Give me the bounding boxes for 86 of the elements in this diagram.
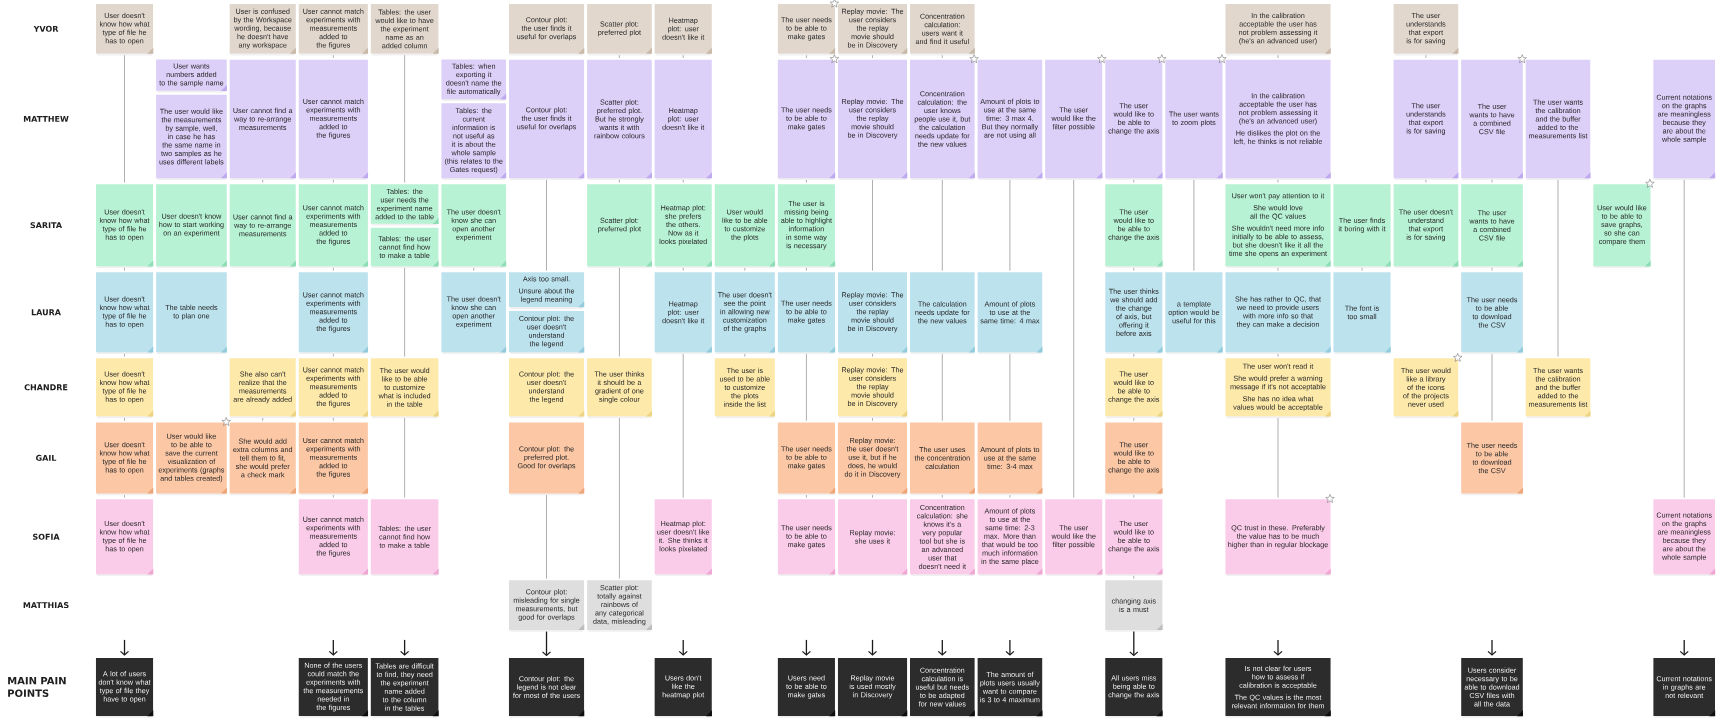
connector-line <box>682 179 684 183</box>
connector-line <box>619 54 620 59</box>
arrow <box>541 630 552 657</box>
connector-line <box>872 417 873 422</box>
connector-line <box>1133 494 1135 499</box>
connector-line <box>332 494 334 499</box>
connector-line <box>1133 575 1135 579</box>
arrow <box>801 639 812 656</box>
connector-line <box>1361 267 1363 271</box>
connector-line <box>1425 179 1427 183</box>
connector-line <box>744 267 746 271</box>
connector-line <box>262 417 264 422</box>
connector-line <box>1009 353 1011 422</box>
connector-line <box>682 54 684 59</box>
connector-line <box>1073 179 1075 499</box>
arrow <box>867 639 878 656</box>
connector-line <box>1277 353 1279 357</box>
connector-line <box>941 494 943 499</box>
row-label: LAURA <box>31 309 61 316</box>
connector-line <box>1133 179 1135 183</box>
connector-line <box>682 267 684 271</box>
connector-line <box>1277 267 1279 271</box>
connector-line <box>332 353 334 357</box>
row-label: CHANDRE <box>24 384 68 391</box>
connector-line <box>806 267 807 271</box>
connector-line <box>1683 179 1685 499</box>
arrow <box>328 639 338 656</box>
connector-line <box>806 494 807 499</box>
arrow <box>1129 630 1139 657</box>
connector-line <box>1009 179 1011 271</box>
connector-line <box>1491 267 1493 271</box>
row-label: YVOR <box>33 25 59 32</box>
connector-line <box>1277 179 1279 183</box>
connector-line <box>806 353 807 422</box>
connector-line <box>546 179 547 271</box>
arrow <box>937 639 947 656</box>
connector-line <box>1557 179 1559 357</box>
connector-line <box>546 494 547 579</box>
connector-line <box>941 353 943 422</box>
connector-line <box>332 179 334 183</box>
row-label: SARITA <box>30 222 63 229</box>
row-label: GAIL <box>36 454 57 461</box>
connector-line <box>619 179 620 183</box>
connector-line <box>124 54 125 183</box>
connector-line <box>872 179 873 271</box>
connector-line <box>473 267 475 271</box>
connector-line <box>124 417 125 422</box>
connector-line <box>404 267 405 357</box>
connector-line <box>124 353 125 357</box>
connector-line <box>404 54 405 183</box>
connector-line <box>682 353 684 499</box>
connector-line <box>806 179 807 183</box>
row-label: SOFIA <box>33 533 60 540</box>
row-label: MATTHEW <box>23 116 69 122</box>
connector-line <box>124 494 125 499</box>
connector-line <box>1193 179 1195 271</box>
connector-line <box>872 353 873 357</box>
connector-line <box>404 417 405 499</box>
arrow <box>399 639 410 656</box>
connector-line <box>124 267 125 271</box>
connector-line <box>1133 267 1135 271</box>
arrow <box>119 639 130 656</box>
arrow <box>1679 639 1689 656</box>
arrow <box>1005 639 1015 656</box>
connector-line <box>806 54 807 59</box>
connector-line <box>744 353 746 357</box>
connector-line <box>1133 417 1135 422</box>
connector-line <box>1491 353 1493 422</box>
connector-line <box>1277 417 1279 499</box>
connector-line <box>872 494 873 499</box>
connector-line <box>332 54 334 59</box>
connector-line <box>262 179 264 183</box>
connector-line <box>332 267 334 271</box>
row-label: MATTHIAS <box>23 602 69 609</box>
connector-line <box>332 417 334 422</box>
heading: MAIN PAIN POINTS <box>8 677 66 697</box>
connector-line <box>872 54 873 59</box>
connector-line <box>619 417 620 579</box>
connector-line <box>619 267 620 357</box>
arrow <box>1487 639 1497 656</box>
connector-line <box>1491 179 1493 183</box>
arrow <box>678 639 688 656</box>
connector-line <box>1133 353 1135 357</box>
arrow <box>1273 639 1283 656</box>
connector-line <box>941 179 943 271</box>
connector-line <box>941 54 943 59</box>
